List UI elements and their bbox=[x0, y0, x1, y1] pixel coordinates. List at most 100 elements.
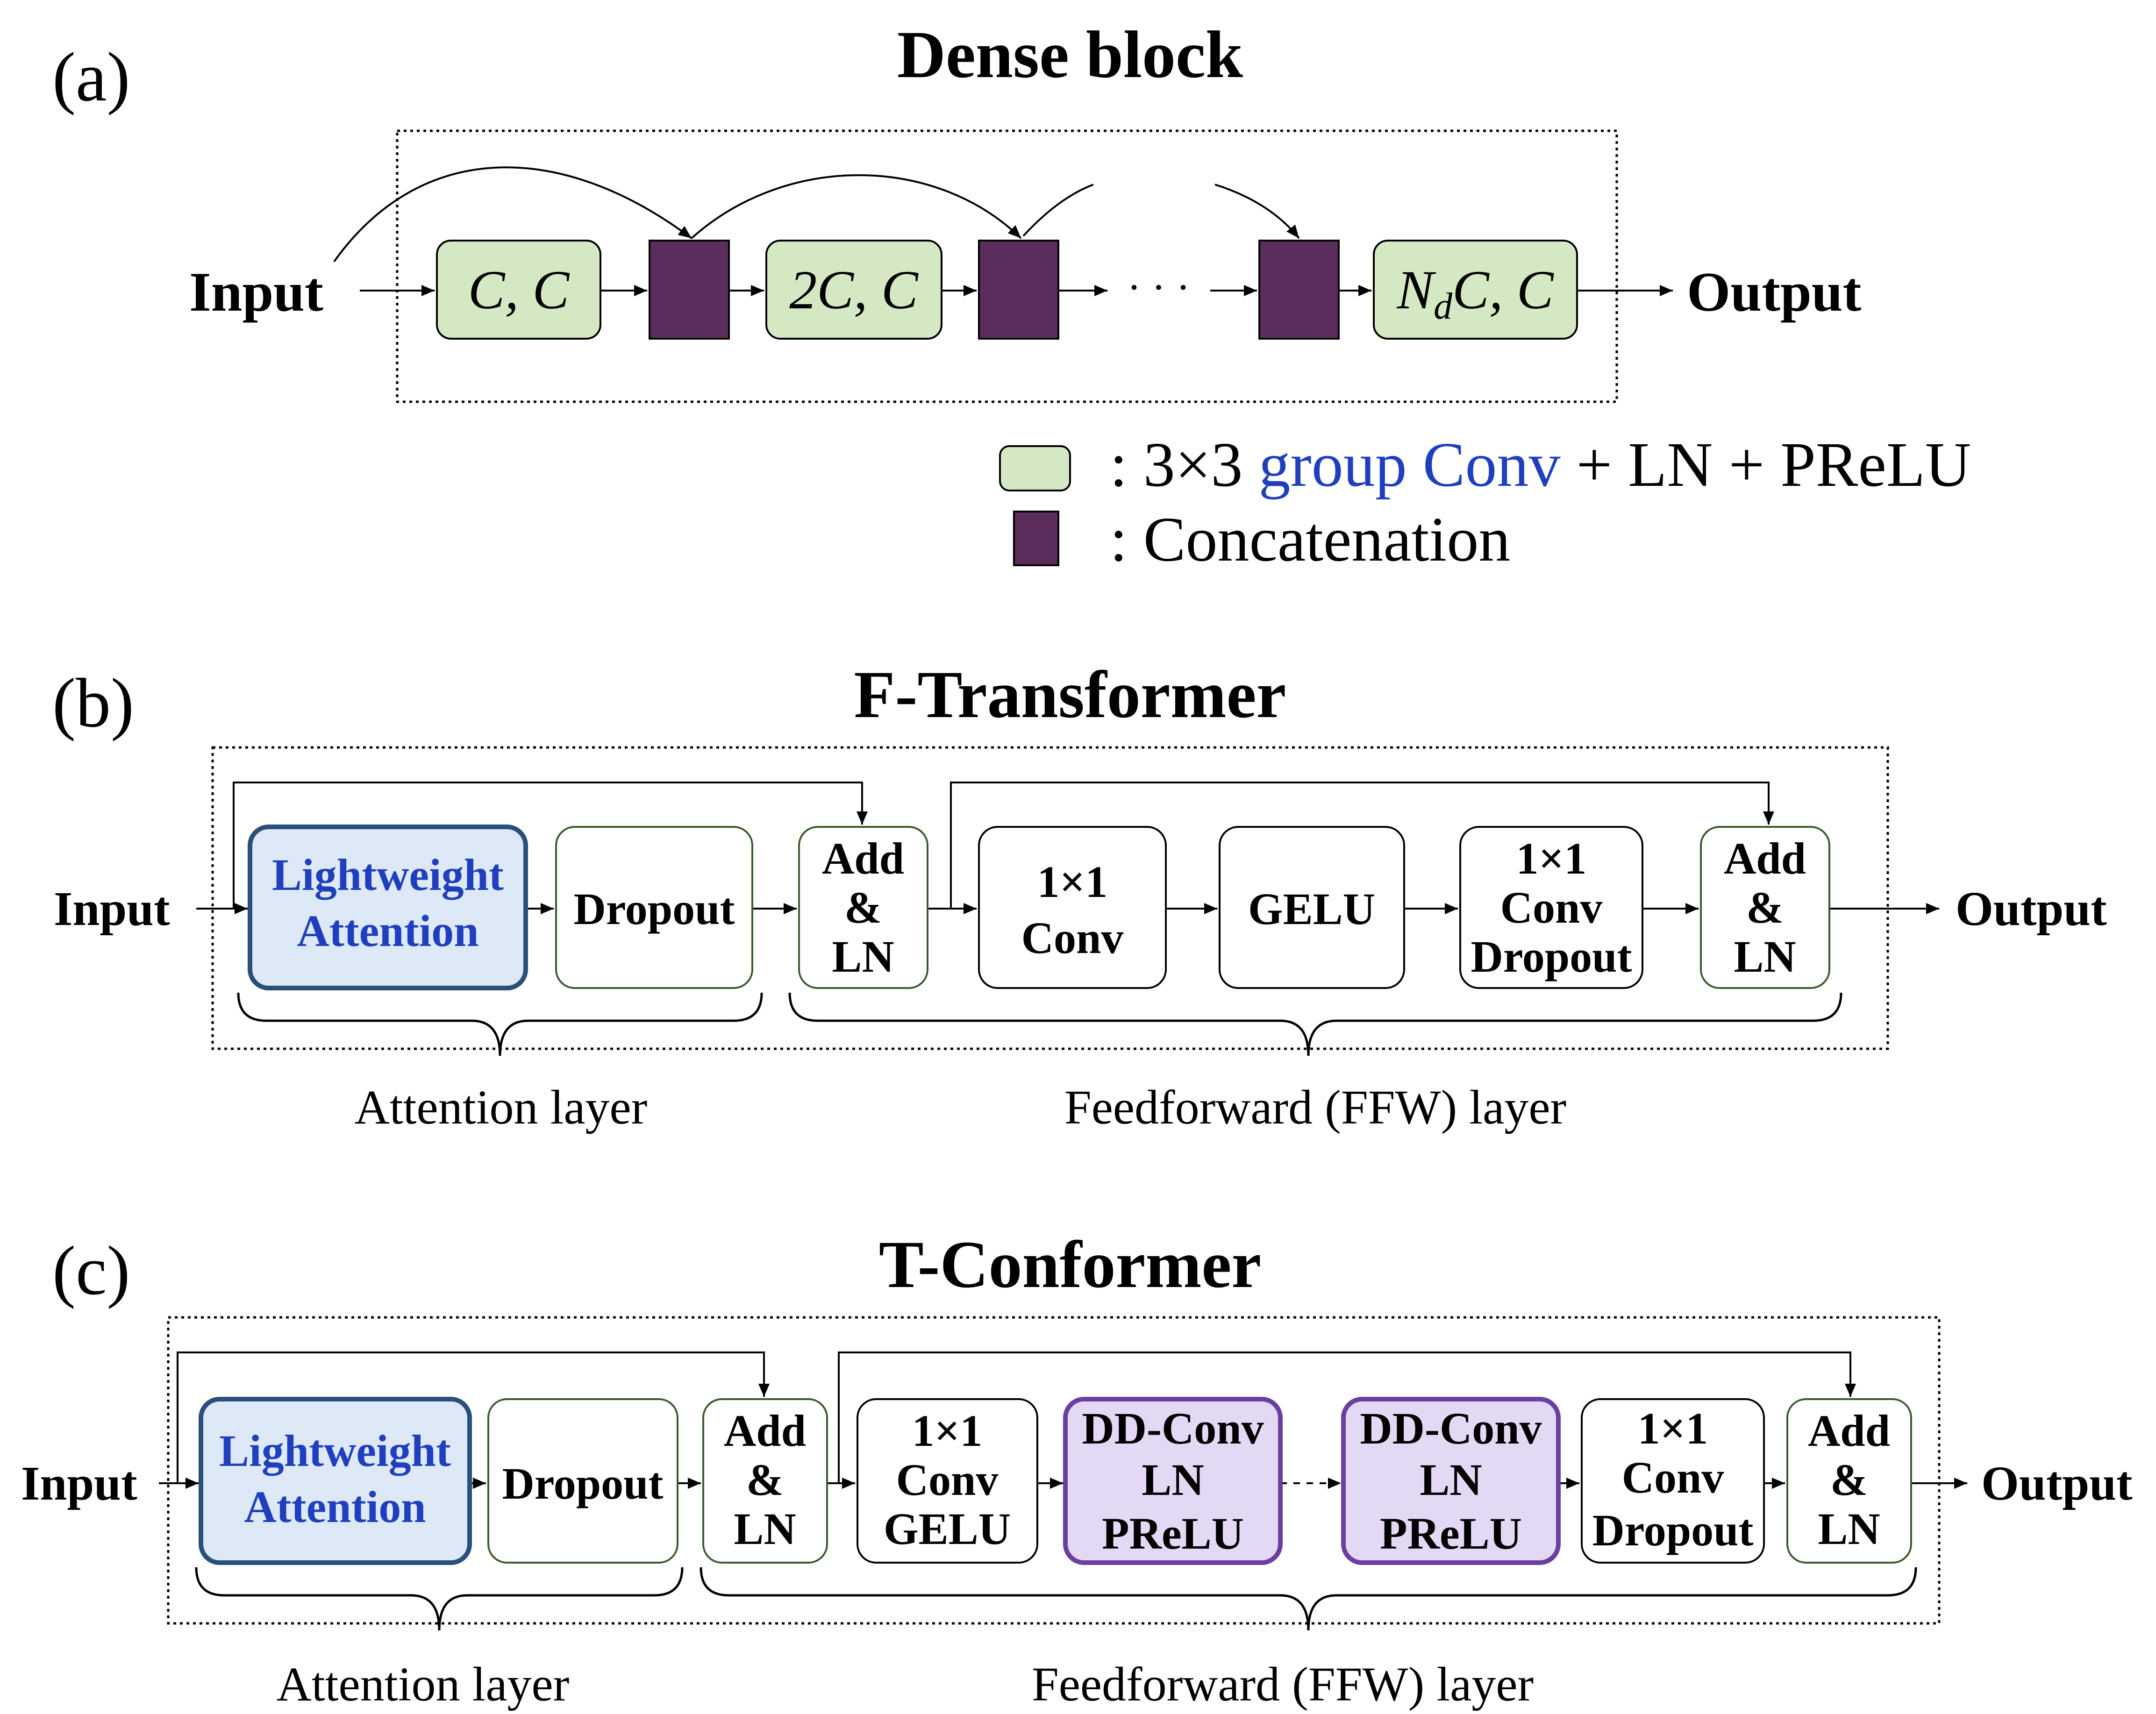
conv-box-3-label: NdC, C bbox=[1396, 259, 1554, 327]
t-addln1-box bbox=[702, 1398, 828, 1564]
t-conv1-box bbox=[857, 1398, 1038, 1564]
t-ddconv1-line3: PReLU bbox=[1102, 1508, 1244, 1558]
dense-block-frame bbox=[396, 129, 1618, 403]
panel-a: (a) Dense block Input Output · · · C, C … bbox=[52, 18, 1971, 575]
f-ffw-brace bbox=[788, 992, 1842, 1056]
t-ddconv2-box bbox=[1341, 1397, 1561, 1565]
f-addln1-line3: LN bbox=[832, 932, 894, 981]
f-attention-box bbox=[248, 825, 528, 990]
f-addln1-box bbox=[798, 826, 928, 989]
t-conv2-box bbox=[1581, 1398, 1765, 1564]
panel-b-title: F-Transformer bbox=[854, 658, 1286, 732]
f-addln2-line2: & bbox=[1746, 882, 1784, 932]
f-addln1-line2: & bbox=[844, 882, 882, 932]
legend-conv-swatch bbox=[999, 445, 1071, 491]
t-dropout-text: Dropout bbox=[502, 1458, 664, 1508]
panel-c-label: (c) bbox=[52, 1232, 130, 1309]
skip-arc-1 bbox=[333, 166, 692, 263]
legend-concat-text: : Concatenation bbox=[1110, 505, 1510, 575]
f-skip-1 bbox=[233, 782, 868, 909]
f-attention-brace bbox=[237, 992, 763, 1056]
legend-conv-text: : 3×3 group Conv + LN + PReLU bbox=[1110, 430, 1971, 500]
dense-input-label: Input bbox=[189, 261, 323, 323]
t-conv1-line1: 1×1 bbox=[912, 1406, 983, 1456]
panel-c: (c) T-Conformer Input Output Lightweight… bbox=[21, 1228, 2133, 1711]
f-gelu-box bbox=[1219, 826, 1405, 989]
t-conv2-line2: Conv bbox=[1622, 1452, 1724, 1502]
t-input-label: Input bbox=[21, 1457, 137, 1510]
t-ddconv2-line1: DD-Conv bbox=[1360, 1403, 1542, 1453]
t-ddconv2-line3: PReLU bbox=[1380, 1508, 1522, 1558]
panel-c-title: T-Conformer bbox=[879, 1228, 1262, 1302]
t-ddconv1-line1: DD-Conv bbox=[1082, 1403, 1264, 1453]
t-addln1-line2: & bbox=[746, 1455, 784, 1505]
panel-a-title: Dense block bbox=[897, 18, 1243, 92]
f-dropout-box bbox=[555, 826, 753, 989]
t-output-label: Output bbox=[1981, 1457, 2133, 1510]
skip-arc-3 bbox=[1022, 184, 1094, 237]
conv-box-2 bbox=[765, 240, 942, 340]
skip-arc-2 bbox=[691, 174, 1022, 239]
f-addln2-line1: Add bbox=[1724, 833, 1806, 883]
t-conv1-line2: Conv bbox=[896, 1455, 999, 1505]
t-addln1-line3: LN bbox=[734, 1504, 796, 1554]
panel-b-label: (b) bbox=[52, 664, 134, 742]
f-attention-text-2: Attention bbox=[297, 906, 478, 956]
f-addln1-line1: Add bbox=[822, 833, 904, 883]
t-ffw-brace bbox=[700, 1567, 1917, 1631]
concat-box-1 bbox=[649, 240, 730, 340]
t-conv2-line1: 1×1 bbox=[1638, 1403, 1708, 1453]
t-conformer-frame bbox=[167, 1316, 1941, 1625]
t-attention-text-2: Attention bbox=[244, 1482, 426, 1532]
t-addln2-line3: LN bbox=[1818, 1504, 1880, 1554]
f-gelu-text: GELU bbox=[1248, 884, 1375, 934]
t-ffw-layer-label: Feedforward (FFW) layer bbox=[1032, 1657, 1534, 1711]
t-addln2-line2: & bbox=[1830, 1455, 1868, 1505]
f-ffw-layer-label: Feedforward (FFW) layer bbox=[1064, 1081, 1566, 1134]
t-attention-text: Lightweight bbox=[219, 1426, 451, 1476]
f-transformer-frame bbox=[211, 746, 1889, 1050]
conv-box-1 bbox=[436, 240, 601, 340]
f-skip-2 bbox=[950, 782, 1774, 909]
t-skip-2 bbox=[838, 1351, 1856, 1483]
conv-box-2-label: 2C, C bbox=[789, 259, 919, 320]
t-conv2-line3: Dropout bbox=[1592, 1505, 1754, 1555]
f-attention-layer-label: Attention layer bbox=[355, 1081, 648, 1134]
conv-box-1-label: C, C bbox=[468, 259, 570, 320]
f-conv1-line1: 1×1 bbox=[1037, 857, 1108, 907]
dense-output-label: Output bbox=[1687, 261, 1862, 323]
t-attention-box bbox=[199, 1397, 472, 1565]
f-dropout-text: Dropout bbox=[574, 884, 735, 934]
f-attention-text: Lightweight bbox=[272, 850, 504, 900]
panel-b: (b) F-Transformer Input Output Lightweig… bbox=[52, 658, 2107, 1134]
t-ddconv2-line2: LN bbox=[1420, 1455, 1482, 1505]
f-conv2-line3: Dropout bbox=[1471, 932, 1632, 981]
f-conv1-line2: Conv bbox=[1021, 913, 1124, 963]
f-output-label: Output bbox=[1956, 882, 2107, 936]
t-conv1-line3: GELU bbox=[884, 1504, 1011, 1554]
f-conv2-line2: Conv bbox=[1500, 882, 1603, 932]
skip-arc-4 bbox=[1214, 184, 1300, 239]
f-conv1-box bbox=[978, 826, 1167, 989]
t-addln1-line1: Add bbox=[724, 1406, 806, 1456]
legend-concat-swatch bbox=[1013, 511, 1059, 566]
t-ddconv1-box bbox=[1063, 1397, 1283, 1565]
conv-box-3 bbox=[1373, 240, 1578, 340]
f-conv2-box bbox=[1459, 826, 1643, 989]
panel-a-label: (a) bbox=[52, 38, 130, 116]
t-addln2-line1: Add bbox=[1808, 1406, 1890, 1456]
t-addln2-box bbox=[1786, 1398, 1912, 1564]
t-ddconv1-line2: LN bbox=[1142, 1455, 1204, 1505]
f-conv2-line1: 1×1 bbox=[1516, 833, 1587, 883]
f-addln2-line3: LN bbox=[1734, 932, 1796, 981]
t-attention-brace bbox=[195, 1567, 684, 1631]
concat-box-3 bbox=[1258, 240, 1340, 340]
t-skip-1 bbox=[177, 1351, 770, 1483]
ellipsis: · · · bbox=[1127, 264, 1190, 311]
t-dropout-box bbox=[487, 1398, 678, 1564]
f-input-label: Input bbox=[54, 882, 170, 936]
f-addln2-box bbox=[1700, 826, 1830, 989]
t-attention-layer-label: Attention layer bbox=[277, 1657, 570, 1711]
concat-box-2 bbox=[978, 240, 1059, 340]
